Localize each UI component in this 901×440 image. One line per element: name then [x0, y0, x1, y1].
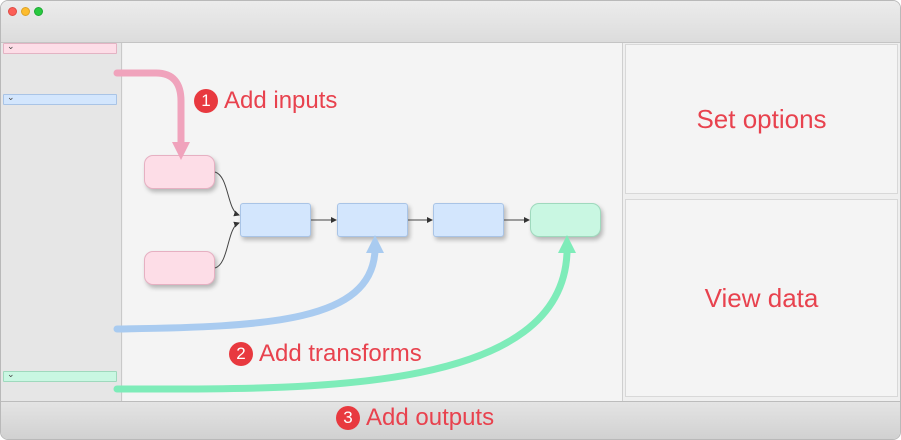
- view-data-panel-title: View data: [704, 282, 819, 313]
- sidebar-section-inputs[interactable]: ⌄: [3, 42, 117, 54]
- step-number-badge: 3: [336, 406, 360, 430]
- transform-node[interactable]: [337, 203, 408, 237]
- chevron-down-icon[interactable]: ⌄: [7, 370, 15, 380]
- options-panel-title: Set options: [696, 103, 827, 134]
- sidebar: ⌄ ⌄ ⌄: [1, 42, 122, 401]
- add-transforms-label: Add transforms: [259, 340, 422, 367]
- step-number-badge: 1: [194, 89, 218, 113]
- step-number-badge: 2: [229, 342, 253, 366]
- input-node[interactable]: [144, 251, 215, 285]
- input-node[interactable]: [144, 155, 215, 189]
- add-outputs-label: Add outputs: [366, 404, 495, 431]
- status-bar: [1, 401, 900, 439]
- maximize-window-button[interactable]: [34, 7, 43, 16]
- close-window-button[interactable]: [8, 7, 17, 16]
- sidebar-section-transforms[interactable]: ⌄: [3, 93, 117, 105]
- minimize-window-button[interactable]: [21, 7, 30, 16]
- chevron-down-icon[interactable]: ⌄: [7, 93, 15, 103]
- add-inputs-label: Add inputs: [224, 87, 338, 114]
- chevron-down-icon[interactable]: ⌄: [7, 42, 15, 52]
- output-node[interactable]: [530, 203, 601, 237]
- transform-node[interactable]: [240, 203, 311, 237]
- options-panel: Set options: [625, 44, 898, 194]
- title-bar: [1, 1, 900, 43]
- sidebar-section-outputs[interactable]: ⌄: [3, 370, 117, 382]
- view-data-panel: View data: [625, 199, 898, 397]
- transform-node[interactable]: [433, 203, 504, 237]
